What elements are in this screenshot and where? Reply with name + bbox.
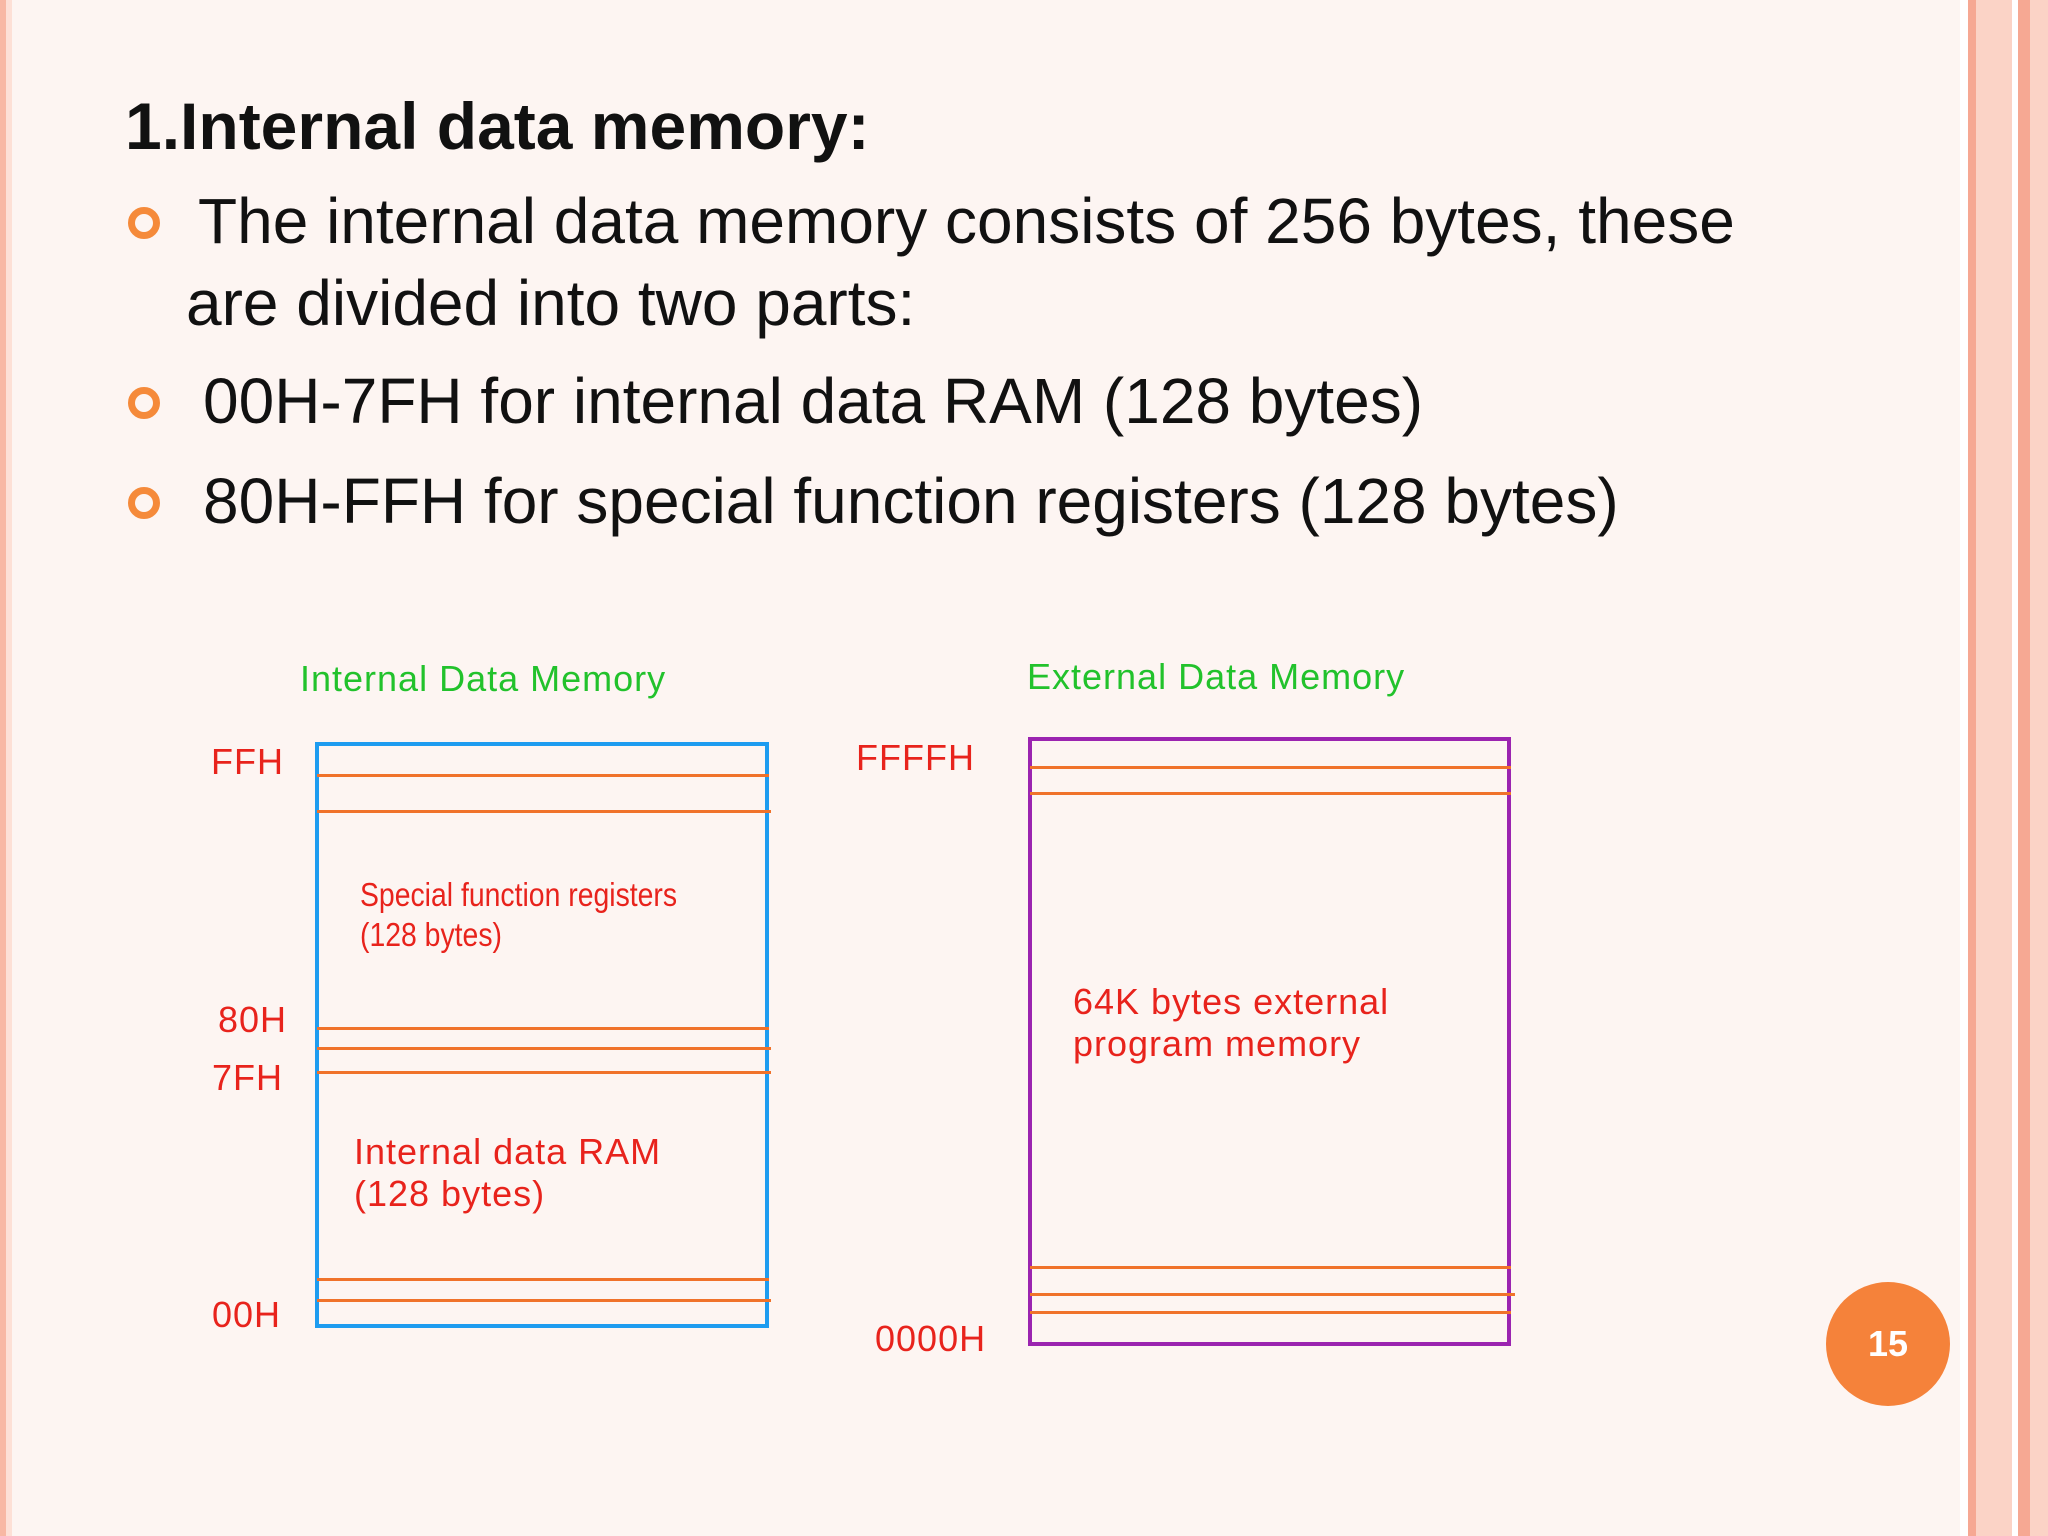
- bullet-text: 00H-7FH for internal data RAM (128 bytes…: [203, 365, 1424, 437]
- divider-line: [1030, 1311, 1511, 1314]
- external-memory-title: External Data Memory: [1027, 656, 1406, 697]
- ram-region-label: Internal data RAM (128 bytes): [354, 1131, 662, 1214]
- divider-line: [1030, 1293, 1515, 1296]
- divider-line: [317, 1027, 769, 1030]
- page-number-badge: 15: [1826, 1282, 1950, 1406]
- bullet-item: 00H-7FH for internal data RAM (128 bytes…: [128, 360, 1768, 442]
- internal-memory-title: Internal Data Memory: [300, 658, 667, 699]
- bullet-item: The internal data memory consists of 256…: [128, 180, 1768, 344]
- bullet-ring-icon: [128, 487, 160, 519]
- divider-line: [317, 1047, 771, 1050]
- divider-line: [317, 1278, 769, 1281]
- divider-line: [1030, 792, 1511, 795]
- bullet-text: 80H-FFH for special function registers (…: [203, 465, 1619, 537]
- internal-memory-box: [315, 742, 769, 1328]
- address-label: FFH: [211, 741, 284, 782]
- external-memory-box: [1028, 737, 1511, 1346]
- divider-line: [1030, 1266, 1511, 1269]
- address-label: 00H: [212, 1294, 282, 1335]
- divider-line: [1030, 766, 1511, 769]
- address-label: 0000H: [875, 1318, 987, 1359]
- bullet-item: 80H-FFH for special function registers (…: [128, 460, 1768, 542]
- divider-line: [317, 1299, 771, 1302]
- divider-line: [317, 1071, 771, 1074]
- bullet-text: The internal data memory consists of 256…: [186, 185, 1735, 339]
- bullet-ring-icon: [128, 387, 160, 419]
- bullet-ring-icon: [128, 207, 160, 239]
- sfr-region-label: Special function registers (128 bytes): [360, 876, 678, 953]
- address-label: FFFFH: [856, 737, 975, 778]
- slide-title: 1.Internal data memory:: [125, 89, 870, 163]
- left-border-decoration: [0, 0, 12, 1536]
- divider-line: [317, 810, 771, 813]
- divider-line: [317, 774, 769, 777]
- external-region-label: 64K bytes external program memory: [1073, 981, 1390, 1064]
- address-label: 80H: [218, 999, 288, 1040]
- address-label: 7FH: [212, 1057, 284, 1098]
- right-border-decoration: [1960, 0, 2048, 1536]
